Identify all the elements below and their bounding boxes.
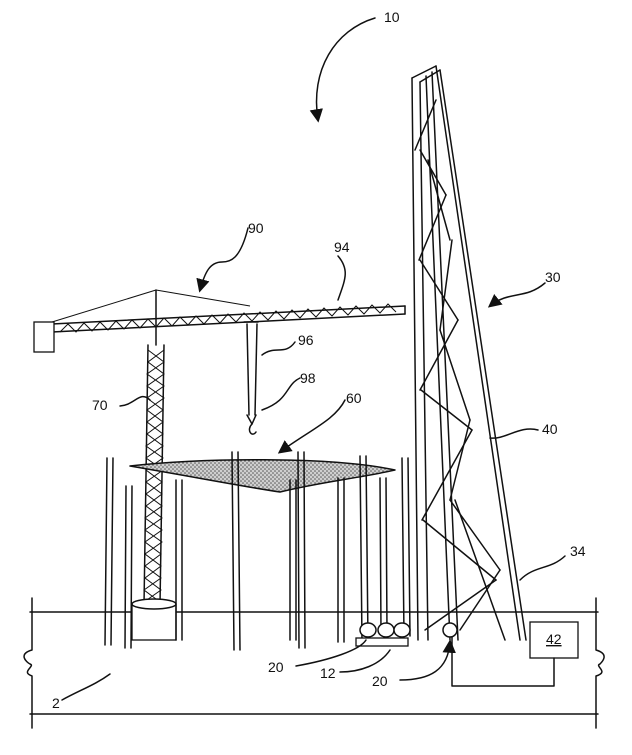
tower-crane [33, 289, 406, 641]
reference-numerals: 10 90 94 30 96 98 60 70 40 34 42 20 12 2… [52, 9, 586, 711]
label-42: 42 [546, 631, 562, 647]
label-30: 30 [545, 269, 561, 285]
leader-lines [61, 17, 566, 701]
roof-and-columns [104, 451, 411, 651]
drive-equipment [355, 621, 579, 687]
label-60: 60 [346, 390, 362, 406]
label-2: 2 [52, 695, 60, 711]
label-10: 10 [384, 9, 400, 25]
label-20-right: 20 [372, 673, 388, 689]
label-12: 12 [320, 665, 336, 681]
mast [411, 65, 527, 641]
label-34: 34 [570, 543, 586, 559]
label-70: 70 [92, 397, 108, 413]
label-94: 94 [334, 239, 350, 255]
label-90: 90 [248, 220, 264, 236]
label-40: 40 [542, 421, 558, 437]
label-98: 98 [300, 370, 316, 386]
label-96: 96 [298, 332, 314, 348]
label-20-left: 20 [268, 659, 284, 675]
